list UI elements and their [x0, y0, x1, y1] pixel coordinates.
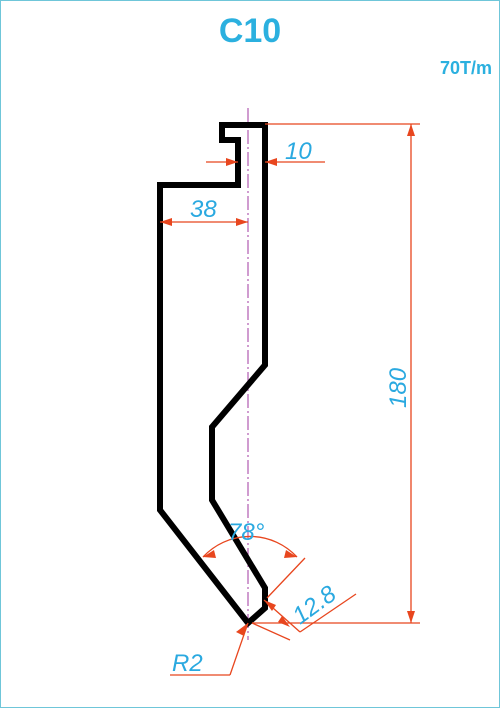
tool-title: C10 [218, 12, 282, 50]
dim-radius-label: R2 [172, 650, 203, 677]
tool-capacity: 70T/m [439, 58, 492, 78]
dim-angle-label: 78° [228, 519, 265, 546]
dim-offset-label: 38 [190, 196, 217, 223]
dim-tang-width-label: 10 [285, 138, 312, 165]
dimension-lines [160, 123, 420, 676]
dim-height-label: 180 [385, 367, 412, 408]
punch-profile [157, 122, 268, 628]
dimension-arrows [160, 124, 415, 636]
